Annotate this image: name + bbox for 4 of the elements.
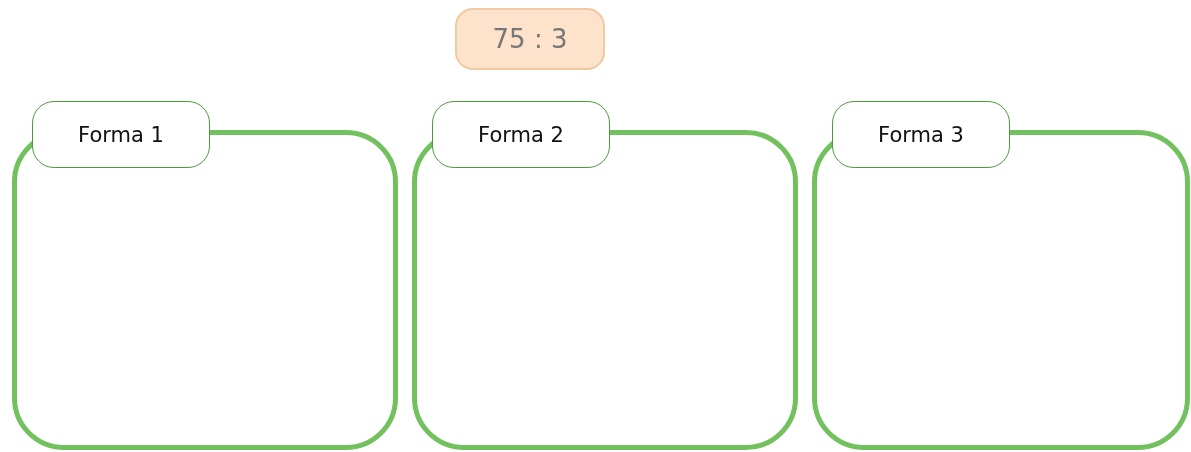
heading-tab: Forma 1 [32, 101, 210, 168]
heading-tab: Forma 3 [832, 101, 1010, 168]
heading-tab: Forma 2 [432, 101, 610, 168]
division-label: 75 : 3 [455, 8, 605, 70]
